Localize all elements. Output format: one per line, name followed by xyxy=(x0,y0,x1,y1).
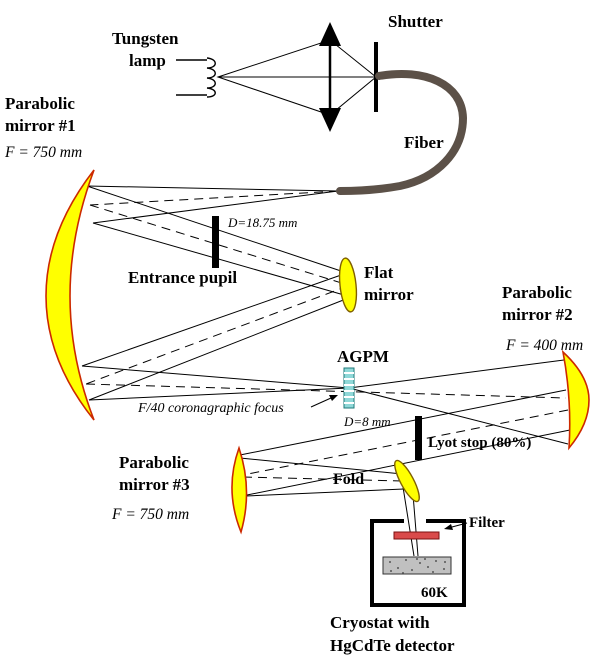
lyot-stop-label: Lyot stop (80%) xyxy=(428,435,531,451)
filter-label: Filter xyxy=(469,515,505,531)
entrance-pupil-label: Entrance pupil xyxy=(128,268,237,287)
agpm-element xyxy=(343,367,355,409)
beam-mirror1-to-mirror2 xyxy=(81,359,569,445)
beam-mirror2-to-mirror3 xyxy=(239,389,571,496)
detector-element xyxy=(382,556,452,575)
lamp-ray-diamond xyxy=(216,39,377,116)
parabolic-mirror-3-label-line1: Parabolic xyxy=(119,453,189,472)
fiber-label: Fiber xyxy=(404,133,444,152)
filter-pointer-arrow xyxy=(444,522,468,530)
cryostat-box xyxy=(370,519,466,607)
parabolic-mirror-1-focal-length: F = 750 mm xyxy=(4,144,82,161)
parabolic-mirror-3-label-line2: mirror #3 xyxy=(119,475,190,494)
fold-mirror xyxy=(394,459,420,503)
flat-mirror xyxy=(338,257,358,313)
cryostat-caption-line1: Cryostat with xyxy=(330,613,430,632)
fiber-cable xyxy=(336,69,468,195)
beam-fiber-to-mirror1 xyxy=(86,185,339,224)
condenser-lens-icon xyxy=(319,22,341,132)
parabolic-mirror-3-focal-length: F = 750 mm xyxy=(111,506,189,523)
agpm-label: AGPM xyxy=(337,347,389,366)
parabolic-mirror-2-focal-length: F = 400 mm xyxy=(505,337,583,354)
parabolic-mirror-1-label-line1: Parabolic xyxy=(5,94,75,113)
cryostat-caption-line2: HgCdTe detector xyxy=(330,636,455,655)
parabolic-mirror-3 xyxy=(231,445,248,535)
entrance-pupil-diameter: D=18.75 mm xyxy=(227,215,297,230)
beam-mirror3-to-fold xyxy=(239,457,405,497)
shutter-label: Shutter xyxy=(388,12,443,31)
detector-temperature: 60K xyxy=(421,585,448,601)
coronagraphic-focus-note: F/40 coronagraphic focus xyxy=(137,401,284,416)
tungsten-lamp-label-line1: Tungsten xyxy=(112,29,179,48)
parabolic-mirror-2-label-line2: mirror #2 xyxy=(502,305,573,324)
fold-mirror-label: Fold xyxy=(333,471,364,488)
entrance-pupil-stop xyxy=(212,216,219,268)
flat-mirror-label-line1: Flat xyxy=(364,263,394,282)
lyot-stop xyxy=(415,416,422,460)
agpm-beam-diameter: D=8 mm xyxy=(343,414,391,429)
focus-pointer-arrow xyxy=(310,395,338,408)
filter-element xyxy=(393,531,440,540)
beam-flat-to-mirror1 xyxy=(81,273,352,401)
flat-mirror-label-line2: mirror xyxy=(364,285,414,304)
parabolic-mirror-1 xyxy=(45,169,95,421)
parabolic-mirror-2 xyxy=(561,349,590,451)
tungsten-lamp-label-line2: lamp xyxy=(129,51,166,70)
parabolic-mirror-1-label-line2: mirror #1 xyxy=(5,116,76,135)
lamp-filament-icon xyxy=(176,57,216,98)
parabolic-mirror-2-label-line1: Parabolic xyxy=(502,283,572,302)
